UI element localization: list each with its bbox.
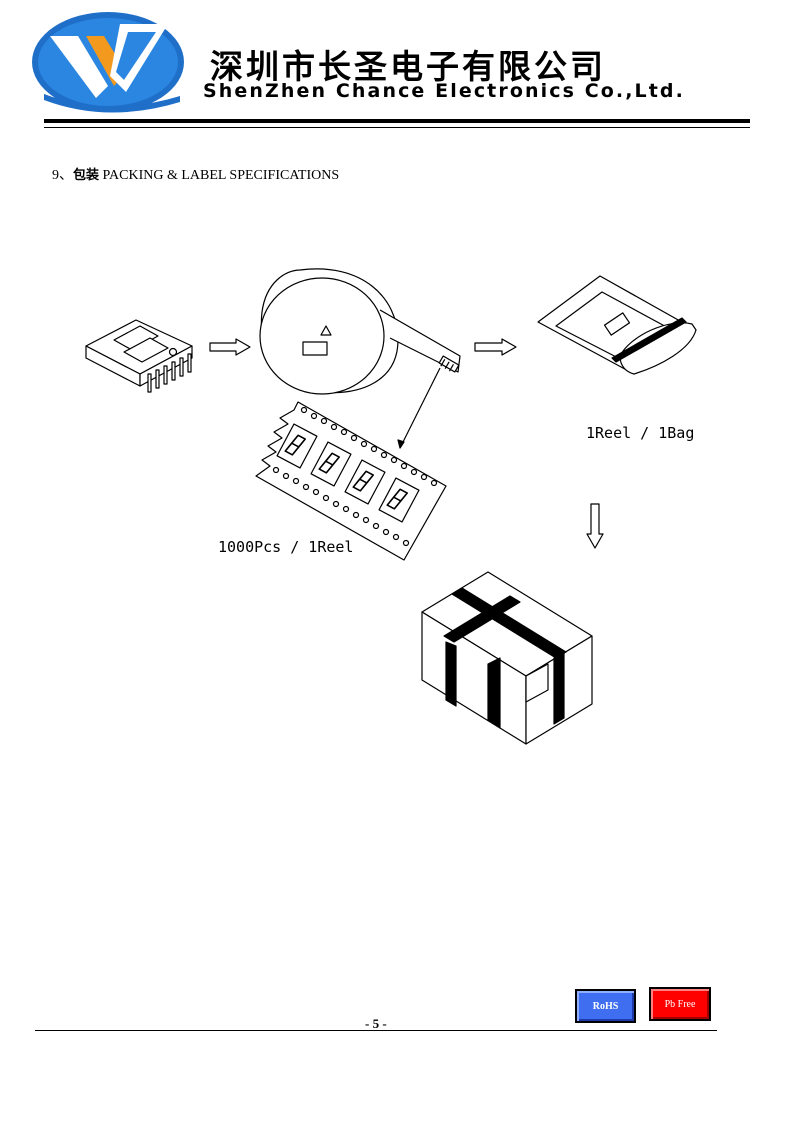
section-title-cn: 包装 [73,168,100,183]
page-header: 深圳市长圣电子有限公司 ShenZhen Chance Electronics … [0,0,793,140]
carton-box-icon [421,571,593,745]
reel-icon [259,268,461,395]
leader-line [399,367,441,449]
header-divider-thick [44,119,750,123]
section-number: 9、 [52,168,73,183]
caption-bag-quantity: 1Reel / 1Bag [586,424,694,442]
led-display-component-icon [85,319,193,393]
section-title: 9、包装 PACKING & LABEL SPECIFICATIONS [52,164,339,184]
company-logo-icon [32,12,184,113]
arrow-right-icon [209,338,251,356]
arrow-down-icon [586,503,604,549]
caption-reel-quantity: 1000Pcs / 1Reel [218,538,353,556]
page-number: - 5 - [365,1016,387,1031]
company-name-english: ShenZhen Chance Electronics Co.,Ltd. [203,80,685,102]
bag-icon [537,275,697,375]
carrier-tape-icon [255,401,447,561]
header-divider-thin [44,127,750,128]
rohs-badge: RoHS [575,989,636,1023]
pb-free-badge: Pb Free [649,987,711,1021]
company-name-chinese: 深圳市长圣电子有限公司 [210,47,606,86]
arrow-right-icon [474,338,517,356]
section-title-en: PACKING & LABEL SPECIFICATIONS [102,168,340,183]
footer-divider [35,1030,717,1031]
